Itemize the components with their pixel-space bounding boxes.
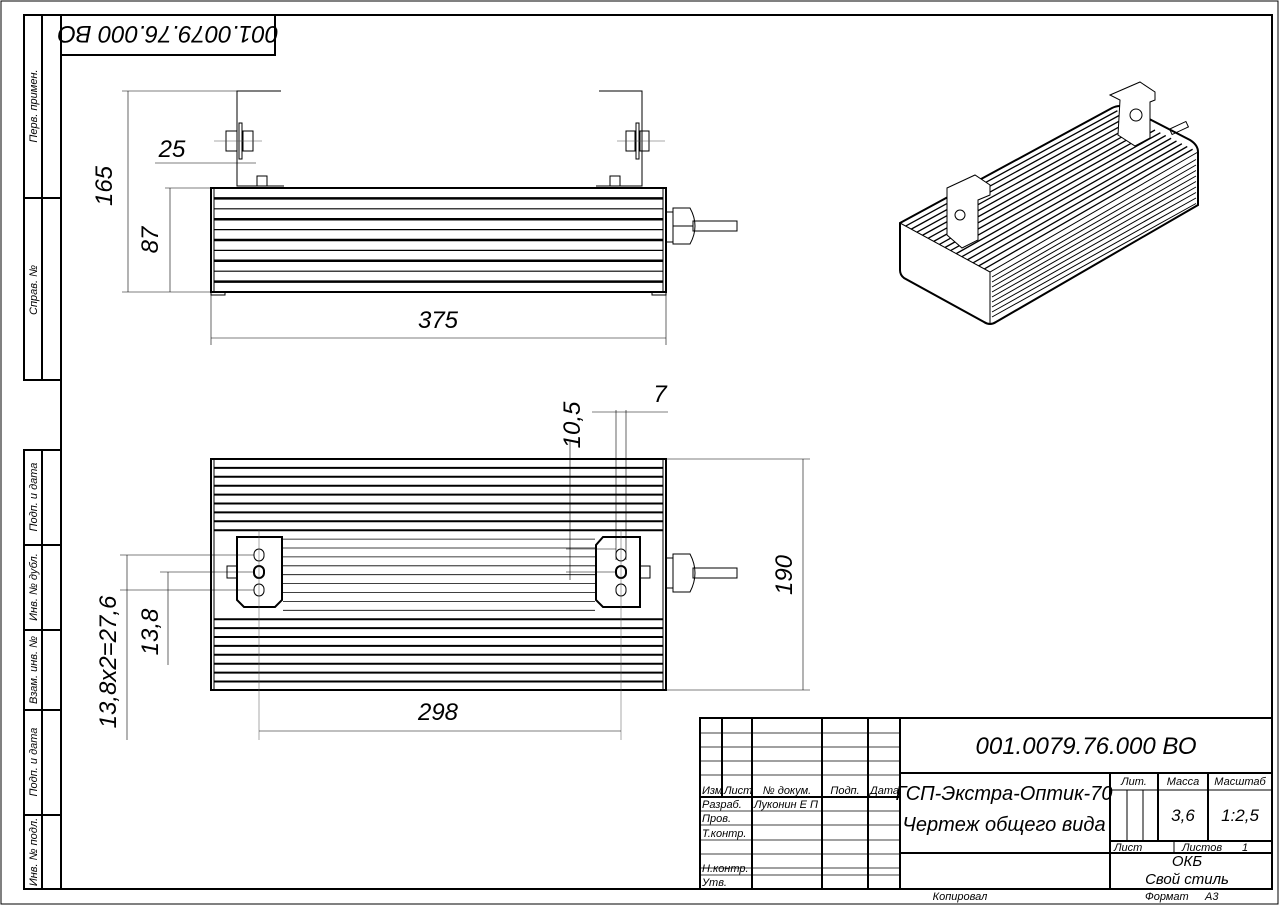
product-name: ГСП-Экстра-Оптик-70 — [896, 783, 1113, 805]
role-approved: Утв. — [701, 877, 727, 889]
header-sheet: Лист — [1113, 842, 1142, 854]
title-block: 001.0079.76.000 ВО ГСП-Экстра-Оптик-70 Ч… — [699, 717, 1273, 890]
top-view — [210, 410, 738, 740]
dim-hole-pitch: 13,8 — [137, 608, 164, 655]
cable-gland — [665, 211, 674, 243]
top-view-dimensions: 190 13,8х2=27,6 13,8 10,5 7 298 — [95, 381, 810, 740]
dim-slot-offset: 10,5 — [559, 401, 586, 448]
left-mount-plate — [236, 536, 283, 608]
document-designation: 001.0079.76.000 ВО — [976, 733, 1197, 760]
iso-side-fin — [991, 170, 1197, 288]
organization-line2: Свой стиль — [1145, 871, 1229, 888]
dim-length: 375 — [418, 307, 459, 334]
right-mount-plate — [595, 536, 641, 608]
header-sheets: Листов — [1181, 842, 1222, 854]
dim-overall-height: 165 — [91, 165, 118, 206]
iso-side-fin — [991, 164, 1197, 283]
left-bracket — [236, 90, 284, 187]
organization-line1: ОКБ — [1172, 853, 1203, 870]
stamp-perv-primen: Перв. примен. — [28, 69, 40, 142]
dim-hole-pitch-total: 13,8х2=27,6 — [95, 595, 122, 728]
housing-top-fins — [213, 459, 664, 690]
stamp-sprav-no: Справ. № — [28, 265, 40, 315]
role-developer: Разраб. — [702, 799, 742, 811]
iso-fin-line — [905, 110, 1118, 227]
iso-fin-line — [984, 148, 1193, 270]
rotated-designation-box: 001.0079.76.000 ВО — [58, 14, 279, 56]
iso-side-fin — [991, 186, 1197, 303]
iso-fin-line — [967, 140, 1177, 261]
role-norm-control: Н.контр. — [702, 863, 749, 875]
scale-value: 1:2,5 — [1221, 806, 1259, 825]
rotated-designation: 001.0079.76.000 ВО — [58, 20, 279, 47]
header-scale: Масштаб — [1214, 776, 1266, 788]
iso-side-fin — [991, 159, 1197, 278]
iso-side-fin — [991, 192, 1197, 308]
header-izm: Изм — [702, 785, 723, 797]
cable-gland-top — [665, 557, 674, 589]
front-view — [210, 90, 738, 296]
iso-fin-line — [950, 132, 1161, 252]
housing-fins — [213, 188, 664, 292]
stamp-inv-podl: Инв. № подл. — [28, 818, 40, 886]
isometric-view — [899, 81, 1199, 325]
stamp-podp-data-2: Подп. и дата — [28, 728, 40, 797]
iso-fin-line — [961, 137, 1172, 258]
front-view-dimensions: 165 87 25 375 — [91, 90, 667, 345]
dim-slot-width: 7 — [653, 381, 668, 408]
header-date: Дата — [868, 785, 899, 797]
cable — [692, 220, 738, 232]
header-lit: Лит. — [1120, 776, 1147, 788]
iso-side-fin — [991, 181, 1197, 298]
format-label: Формат — [1145, 891, 1189, 903]
mass-value: 3,6 — [1171, 806, 1195, 825]
header-mass: Масса — [1167, 776, 1200, 788]
iso-fin-line — [972, 143, 1183, 264]
role-tech-control: Т.контр. — [702, 828, 746, 840]
stamp-inv-dubl: Инв. № дубл. — [28, 553, 40, 621]
iso-housing — [899, 105, 1199, 325]
dim-body-height: 87 — [137, 225, 164, 253]
stamp-podp-data-1: Подп. и дата — [28, 463, 40, 532]
iso-fin-line — [978, 145, 1188, 267]
dim-bracket-offset: 25 — [158, 136, 186, 163]
drawing-type: Чертеж общего вида — [902, 814, 1105, 836]
side-stamps: Перв. примен. Справ. № Подп. и дата Инв.… — [23, 14, 62, 890]
iso-side-fin — [991, 175, 1197, 293]
sheets-count: 1 — [1242, 842, 1248, 854]
header-sign: Подп. — [830, 785, 859, 797]
header-list: Лист — [723, 785, 752, 797]
iso-side-fin — [991, 203, 1197, 318]
header-doc-no: № докум. — [763, 785, 811, 797]
role-checker: Пров. — [702, 813, 731, 825]
dim-mount-spacing: 298 — [417, 699, 459, 726]
iso-fin-line — [955, 134, 1167, 255]
stamp-vzam-inv: Взам. инв. № — [28, 636, 40, 704]
iso-fin-line — [944, 129, 1156, 249]
dim-width: 190 — [771, 554, 798, 595]
iso-bracket-back — [1108, 81, 1156, 147]
copied-label: Копировал — [933, 891, 988, 903]
iso-bracket-front — [946, 174, 991, 249]
developer-name: Луконин Е П — [753, 799, 818, 811]
iso-side-fin — [991, 197, 1197, 313]
format-value: А3 — [1204, 891, 1219, 903]
